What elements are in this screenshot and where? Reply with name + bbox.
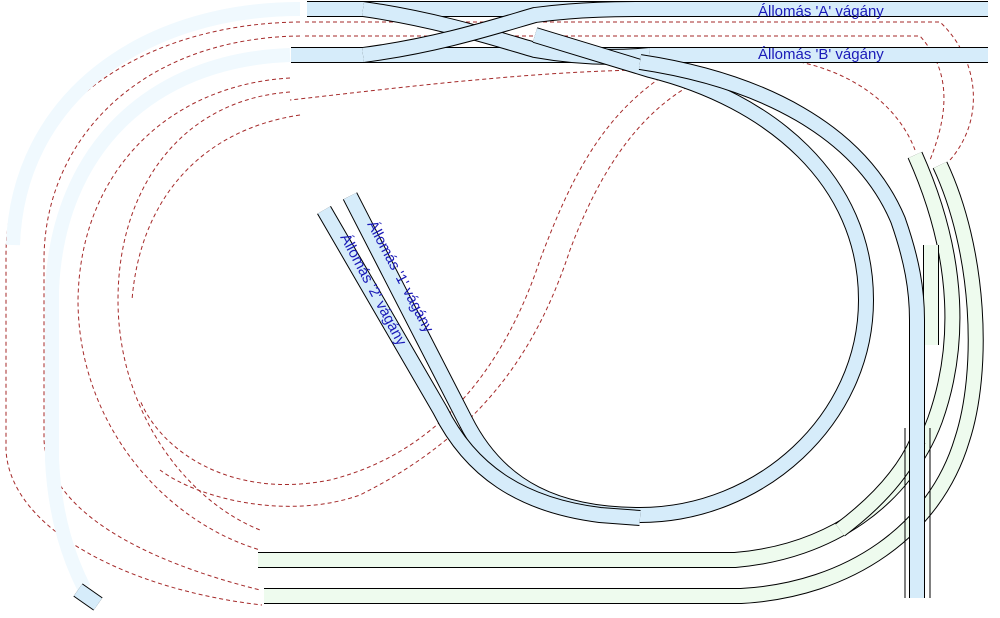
- crossing-frame: [904, 428, 931, 598]
- track-stub: [73, 584, 103, 610]
- lower-level-track-6: [117, 91, 291, 531]
- lower-level-tracks: [5, 21, 974, 606]
- return-loop-tracks: [258, 151, 984, 604]
- lower-level-track-10: [799, 61, 916, 151]
- lower-level-track-5: [77, 77, 291, 551]
- lower-level-track-1: [5, 21, 301, 606]
- lower-level-track-8: [139, 77, 661, 485]
- label-track-a: Állomás 'A' vágány: [758, 3, 884, 20]
- crossover-2: [362, 2, 651, 62]
- lower-level-track-11: [131, 114, 301, 301]
- loop-track-inner: [258, 152, 960, 567]
- hidden-track-2: [45, 48, 291, 592]
- lower-level-track-9: [159, 79, 701, 507]
- lower-level-track-2: [43, 35, 301, 591]
- station-tracks: [73, 1, 988, 611]
- loop-track-outer: [264, 162, 983, 603]
- hidden-track-1: [6, 2, 301, 246]
- hidden-tracks: [6, 2, 301, 592]
- label-track-b: Állomás 'B' vágány: [758, 46, 884, 63]
- station-track-2: [317, 206, 641, 525]
- lower-level-track-7: [289, 69, 641, 101]
- station-track-outer: [638, 55, 924, 598]
